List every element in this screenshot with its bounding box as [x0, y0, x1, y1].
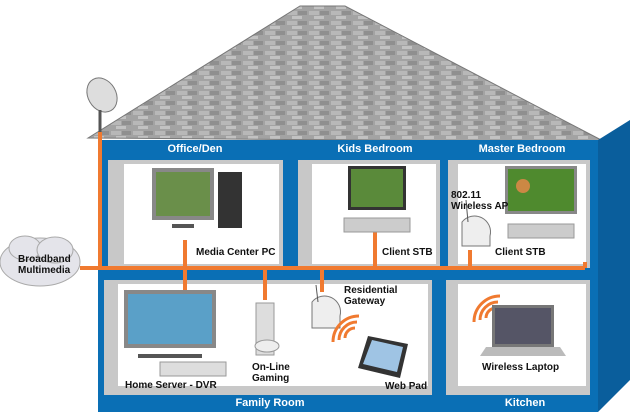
web-pad-label: Web Pad: [385, 381, 428, 392]
web-pad-icon: [358, 336, 408, 378]
gateway-line1: Residential: [344, 285, 398, 296]
wireless-ap-line1: 802.11: [451, 190, 482, 201]
gateway-line2: Gateway: [344, 296, 386, 307]
media-pc-icon: [152, 168, 242, 228]
home-server-label: Home Server - DVR: [125, 380, 217, 391]
gaming-line1: On-Line: [252, 362, 290, 373]
wireless-ap-line2: Wireless AP: [451, 201, 509, 212]
kids-tv-icon: [343, 166, 411, 233]
media-pc-label: Media Center PC: [196, 247, 276, 258]
laptop-label: Wireless Laptop: [482, 362, 560, 373]
kids-stb-label: Client STB: [382, 247, 433, 258]
broadband-line1: Broadband: [18, 254, 71, 265]
laptop-icon: [480, 305, 566, 356]
game-console-icon: [254, 302, 280, 356]
gaming-line2: Gaming: [252, 373, 290, 384]
master-stb-label: Client STB: [495, 247, 546, 258]
satellite-dish-icon: [86, 77, 118, 132]
room-label-office: Office/Den: [167, 143, 223, 155]
roof: [86, 5, 606, 143]
room-label-master: Master Bedroom: [478, 143, 566, 155]
room-label-kids: Kids Bedroom: [337, 143, 413, 155]
home-server-tv-icon: [124, 290, 227, 377]
master-tv-icon: [505, 166, 577, 239]
wireless-ap-icon: [461, 199, 491, 247]
residential-gateway-icon: [311, 284, 341, 329]
house-side: [598, 120, 630, 412]
network-cables: [80, 132, 587, 300]
room-label-family: Family Room: [235, 397, 305, 409]
broadband-line2: Multimedia: [18, 265, 71, 276]
wireless-signal-icon: [331, 314, 360, 343]
room-label-kitchen: Kitchen: [504, 397, 546, 409]
cloud-icon: [0, 235, 81, 287]
